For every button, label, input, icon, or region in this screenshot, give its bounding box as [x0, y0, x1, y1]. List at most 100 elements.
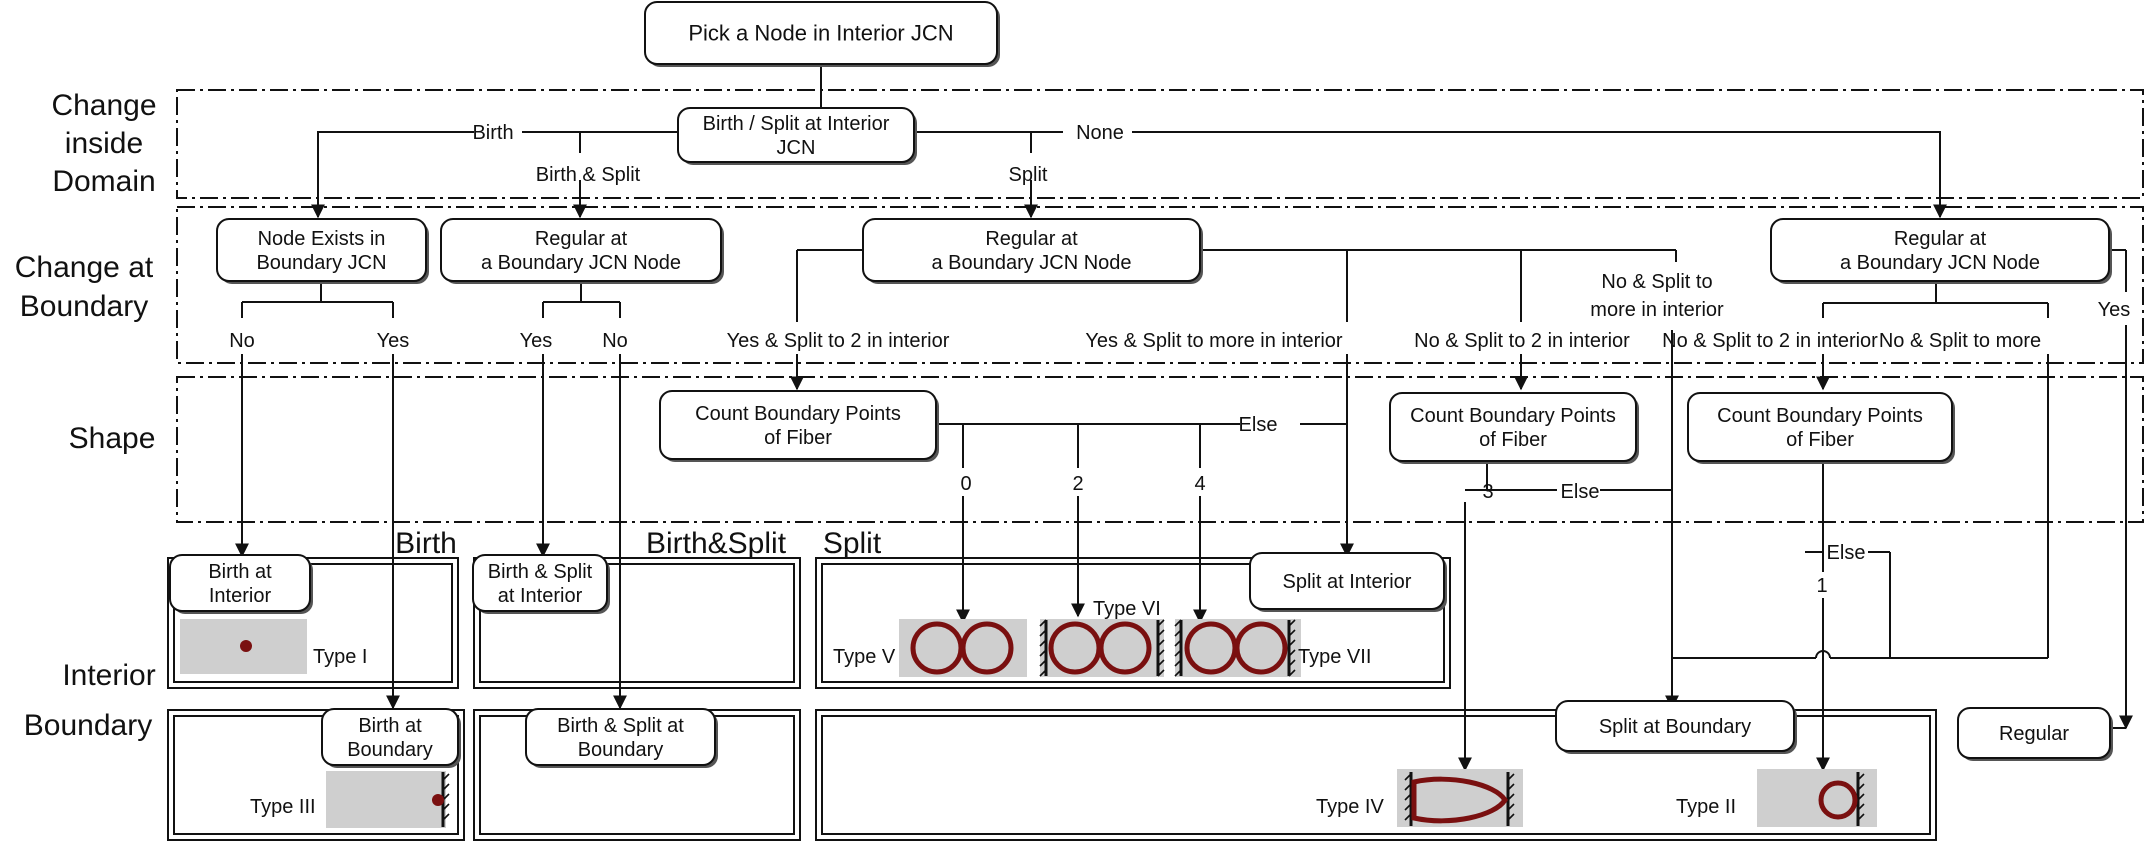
- node-label: Count Boundary Points: [1410, 405, 1616, 427]
- edge-label-else: Else: [1239, 414, 1278, 436]
- row-label-line: Boundary: [20, 290, 148, 323]
- edge-label-else: Else: [1827, 542, 1866, 564]
- node-label: Node Exists in: [258, 228, 386, 250]
- panel-interior-birth: [167, 557, 459, 689]
- node-label: a Boundary JCN Node: [481, 252, 681, 274]
- node-box: [321, 708, 459, 766]
- node-label: Boundary JCN: [256, 252, 386, 274]
- node-box: [677, 107, 915, 163]
- node-label: a Boundary JCN Node: [931, 252, 1131, 274]
- category-split: Split: [823, 527, 882, 560]
- type-label-vi: Type VI: [1093, 598, 1161, 620]
- fiber-type-5-illustration: [899, 619, 1027, 677]
- category-birth-split: Birth&Split: [646, 527, 787, 560]
- row-label-line: Domain: [52, 165, 155, 198]
- node-box: [659, 390, 937, 460]
- node-label: Birth & Split at: [557, 715, 684, 737]
- node-box: [216, 218, 427, 282]
- edge-label-else: Else: [1561, 481, 1600, 503]
- panel-interior-split: [815, 557, 1451, 689]
- fiber-type-1-illustration: [180, 619, 307, 674]
- band-change-inside-domain: [176, 89, 2144, 199]
- node-label: of Fiber: [1479, 429, 1547, 451]
- node-box: [862, 218, 1201, 282]
- node-label: Regular at: [985, 228, 1078, 250]
- node-label: Birth / Split at Interior: [703, 113, 890, 135]
- type-labels: Type I Type V Type VI Type VII Type III …: [250, 598, 1736, 818]
- row-label-interior: Interior: [62, 659, 155, 692]
- node-label: Pick a Node in Interior JCN: [688, 21, 953, 46]
- band-change-at-boundary: [176, 206, 2144, 364]
- edge-label-none: None: [1076, 122, 1124, 144]
- node-label: of Fiber: [1786, 429, 1854, 451]
- node-label: Birth at: [208, 561, 272, 583]
- row-label-line: Change at: [15, 251, 154, 284]
- edge-label-no: No: [602, 330, 628, 352]
- row-label-boundary: Boundary: [24, 709, 152, 742]
- edge-label-no-split-more: more in interior: [1590, 299, 1724, 321]
- edge-label-two: 2: [1072, 473, 1083, 495]
- category-birth: Birth: [395, 527, 457, 560]
- node-box: [1687, 392, 1953, 462]
- node-label: Regular at: [1894, 228, 1987, 250]
- type-label-ii: Type II: [1676, 796, 1736, 818]
- fiber-type-6-illustration: [1039, 619, 1165, 677]
- edge-label-no-split-more: No & Split to more: [1879, 330, 2041, 352]
- type-label-iv: Type IV: [1316, 796, 1384, 818]
- nodes: Pick a Node in Interior JCN Birth / Split…: [169, 1, 2113, 768]
- node-regular-split: Regular ata Boundary JCN Node: [862, 218, 1203, 284]
- edge-label-one: 1: [1816, 575, 1827, 597]
- row-label-change-inside-domain: Change inside Domain: [51, 89, 156, 198]
- connectors: [235, 64, 2133, 772]
- edge-label-no-split-2: No & Split to 2 in interior: [1662, 330, 1878, 352]
- node-label: Count Boundary Points: [695, 403, 901, 425]
- row-label-shape: Shape: [69, 422, 156, 455]
- node-label: Birth & Split: [488, 561, 593, 583]
- node-box: [440, 218, 722, 282]
- node-label: a Boundary JCN Node: [1840, 252, 2040, 274]
- type-label-iii: Type III: [250, 796, 316, 818]
- node-box: [472, 554, 608, 612]
- fiber-type-7-illustration: [1174, 619, 1301, 677]
- edge-label-yes: Yes: [520, 330, 553, 352]
- edge-label-zero: 0: [960, 473, 971, 495]
- node-regular: Regular: [1957, 707, 2113, 761]
- edge-label-yes: Yes: [2098, 299, 2131, 321]
- node-label: Count Boundary Points: [1717, 405, 1923, 427]
- edge-label-birth-and-split: Birth & Split: [536, 164, 641, 186]
- node-box: [644, 1, 998, 65]
- node-box: [1555, 700, 1795, 752]
- node-label: Birth at: [358, 715, 422, 737]
- row-label-line: inside: [65, 127, 143, 160]
- node-label: Split at Interior: [1283, 571, 1412, 593]
- node-split-boundary: Split at Boundary: [1555, 700, 1797, 754]
- edge-label-yes-split-2: Yes & Split to 2 in interior: [727, 330, 950, 352]
- edge-label-split: Split: [1009, 164, 1048, 186]
- type-label-v: Type V: [833, 646, 896, 668]
- node-box: [525, 708, 716, 766]
- edge-label-yes: Yes: [377, 330, 410, 352]
- node-split-interior: Split at Interior: [1249, 552, 1447, 612]
- node-box: [1770, 218, 2110, 282]
- edge-labels: Birth Birth & Split Split None No Yes Ye…: [229, 122, 2130, 597]
- node-label: Regular at: [535, 228, 628, 250]
- row-label-change-at-boundary: Change at Boundary: [15, 251, 154, 323]
- row-label-line: Change: [51, 89, 156, 122]
- edge-label-yes-split-more: Yes & Split to more in interior: [1085, 330, 1342, 352]
- node-box: [1957, 707, 2111, 759]
- panel-interior-birth-split: [473, 557, 801, 689]
- type-label-vii: Type VII: [1298, 646, 1371, 668]
- edge-label-no-split-2: No & Split to 2 in interior: [1414, 330, 1630, 352]
- node-label: at Interior: [498, 585, 583, 607]
- edge-label-no-split-more: No & Split to: [1601, 271, 1712, 293]
- fiber-type-2-illustration: [1757, 769, 1877, 827]
- edge-label-no: No: [229, 330, 255, 352]
